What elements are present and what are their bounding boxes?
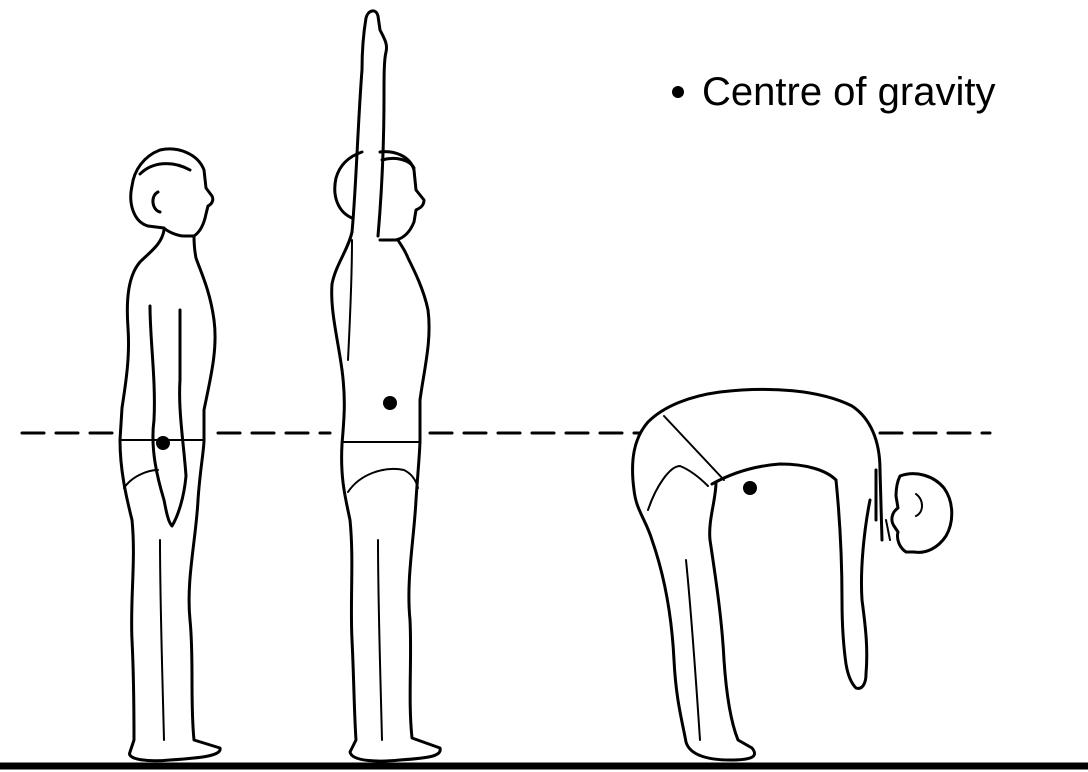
figure-1-ear [153,192,160,212]
figure-3-face-line [886,520,890,540]
figure-bending-forward [633,389,952,760]
figure-3-neck [876,470,882,540]
figure-3-briefs [648,466,708,510]
figure-3-arm [836,480,870,688]
figure-1-body [120,230,220,761]
figure-2-body [332,232,441,761]
figure-3-ear [916,494,922,516]
figure-2-raised-arm [352,11,387,236]
figure-1-head [131,149,213,236]
figure-1-centre-of-gravity-icon [156,436,170,450]
figure-1-hair [140,164,190,174]
legend: Centre of gravity [672,62,995,122]
figure-3-belly [712,464,836,484]
figure-3-centre-of-gravity-icon [743,481,757,495]
figure-standing-arms-down [120,149,220,761]
figure-3-leg-gap [686,560,700,740]
figure-2-centre-of-gravity-icon [383,396,397,410]
figure-3-waistline [664,416,724,480]
figure-2-briefs [348,469,418,492]
figure-3-head [892,474,952,553]
figure-1-briefs [124,470,158,488]
legend-label: Centre of gravity [702,72,995,112]
figure-standing-arm-raised [332,11,441,761]
figure-2-leg-gap [378,540,382,740]
figure-1-arm [150,306,186,526]
figure-1-leg-gap [160,540,164,740]
figure-2-back-arm [348,240,352,360]
centre-of-gravity-legend-icon [672,86,684,98]
